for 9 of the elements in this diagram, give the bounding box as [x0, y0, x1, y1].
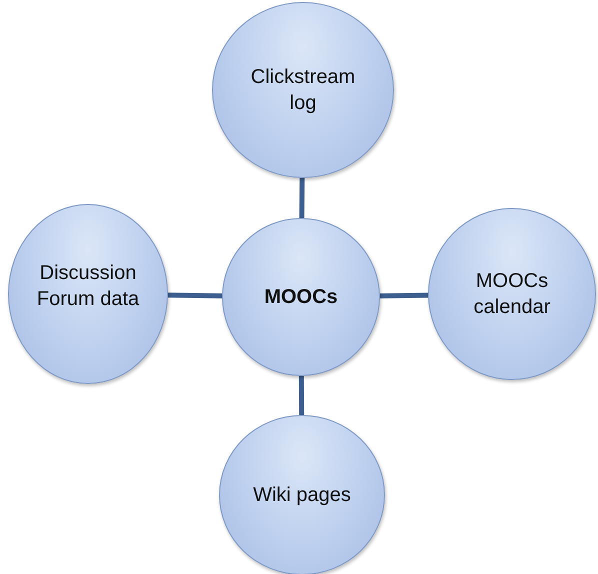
node-label: Discussion Forum data [36, 261, 140, 312]
connector-line [298, 376, 304, 415]
node-label: Clickstream log [250, 65, 356, 116]
node-label: MOOCs calendar [472, 269, 552, 320]
node-label: Wiki pages [253, 483, 351, 508]
connector-line [168, 292, 222, 298]
connector-line [380, 292, 428, 298]
node-label: MOOCs [264, 285, 338, 310]
connector-line [299, 178, 305, 218]
